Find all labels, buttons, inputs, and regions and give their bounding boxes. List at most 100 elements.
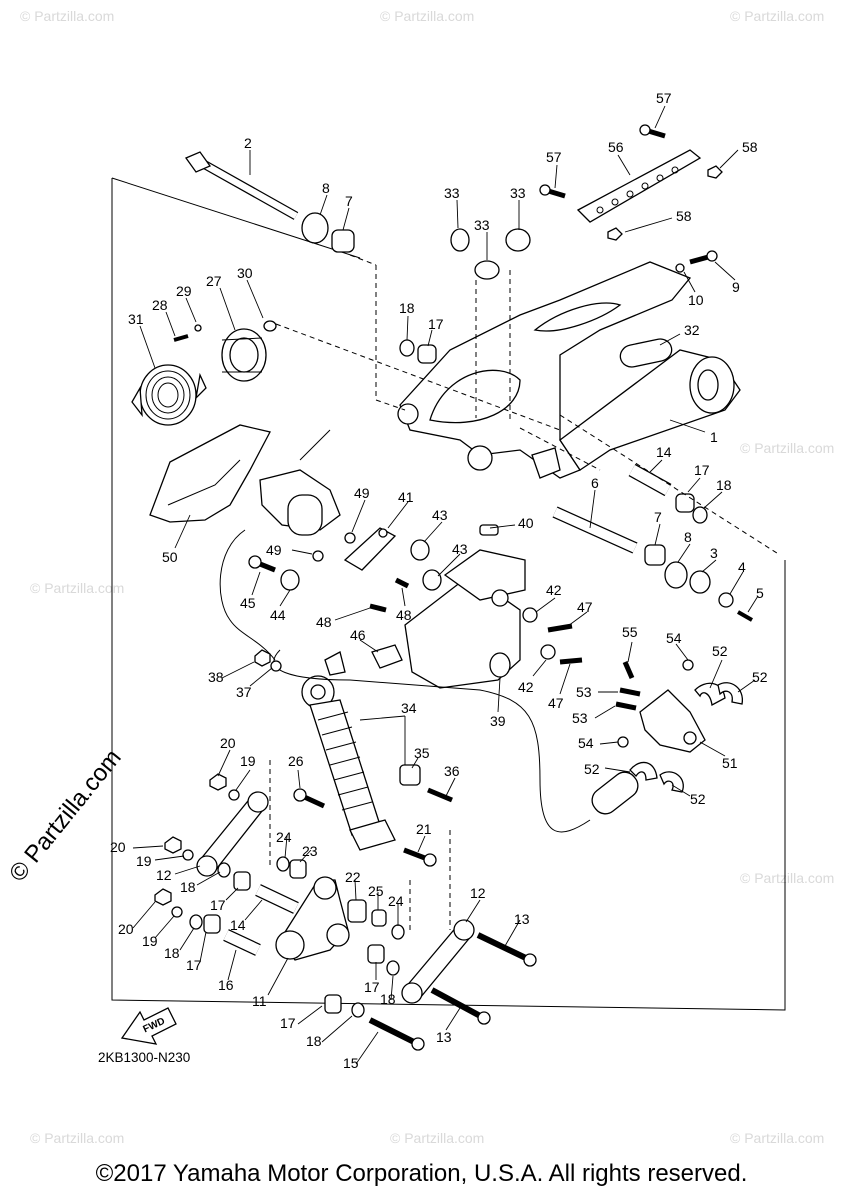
bolt-53 [615,701,637,711]
callout-17: 17 [210,897,226,913]
collar-14 [628,463,672,497]
callout-leaders [132,105,759,1065]
bracket-51 [639,689,706,753]
callout-17: 17 [364,979,380,995]
callout-58: 58 [742,139,758,155]
callout-20: 20 [118,921,134,937]
leader-dash [349,254,377,266]
callout-31: 31 [128,311,144,327]
callout-33: 33 [444,185,460,201]
callout-12: 12 [156,867,172,883]
callout-17: 17 [428,316,444,332]
bolt-36 [427,787,453,803]
bolt-26 [293,788,326,809]
callout-12: 12 [470,885,486,901]
oil-seal-24 [276,856,290,872]
callout-22: 22 [345,869,361,885]
callout-27: 27 [206,273,222,289]
watermark: © Partzilla.com [30,580,125,596]
callout-35: 35 [414,745,430,761]
callout-33: 33 [510,185,526,201]
callout-17: 17 [694,462,710,478]
callout-37: 37 [236,684,252,700]
cap-33 [474,260,500,280]
washer-19 [228,789,240,801]
callout-51: 51 [722,755,738,771]
clamp-52 [659,771,684,793]
callout-52: 52 [584,761,600,777]
connecting-rod-12 [401,919,475,1004]
bolt-48 [369,603,387,613]
callout-48: 48 [396,607,412,623]
callout-2: 2 [244,135,252,151]
callout-13: 13 [436,1029,452,1045]
callout-10: 10 [688,292,704,308]
copyright-notice: ©2017 Yamaha Motor Corporation, U.S.A. A… [95,1160,748,1187]
callout-47: 47 [577,599,593,615]
callout-7: 7 [345,193,353,209]
clamp-52 [694,682,726,707]
chain-slider-32 [619,338,673,368]
guard-50 [167,459,241,506]
nut-58 [707,165,723,179]
callout-48: 48 [316,614,332,630]
adjuster-cylinder [273,649,639,833]
watermark: © Partzilla.com [740,870,835,886]
collar-44 [280,569,300,591]
callout-45: 45 [240,595,256,611]
watermark: © Partzilla.com [380,8,475,24]
clamp-52 [717,682,743,705]
callout-52: 52 [712,643,728,659]
washer-29 [194,324,202,332]
callout-36: 36 [444,763,460,779]
callout-16: 16 [218,977,234,993]
guard-50 [149,424,271,523]
callout-50: 50 [162,549,178,565]
cap-33 [505,228,531,252]
connecting-rod-12 [196,791,269,877]
pivot-shaft [185,151,299,220]
callout-47: 47 [548,695,564,711]
callout-41: 41 [398,489,414,505]
nut-3 [689,570,711,594]
callout-49: 49 [266,542,282,558]
watermark: © Partzilla.com [30,1130,125,1146]
nut-20 [209,773,227,791]
callout-56: 56 [608,139,624,155]
callout-26: 26 [288,753,304,769]
callout-11: 11 [252,993,267,1009]
callout-23: 23 [302,843,318,859]
collar-42 [522,607,538,623]
collar-35 [399,764,421,786]
bolt-57 [639,124,666,139]
bearing-25 [371,909,387,927]
nut-58 [607,227,623,241]
oil-seal-8 [664,561,688,589]
callout-6: 6 [591,475,599,491]
bolt-5 [737,610,753,622]
callout-14: 14 [230,917,246,933]
oil-seal-18 [351,1002,365,1018]
bearing-7 [331,229,355,253]
bolt-9 [689,250,718,265]
callout-8: 8 [322,180,330,196]
collar-14 [255,884,299,914]
leader-dash [559,414,781,556]
callout-38: 38 [208,669,224,685]
callout-19: 19 [142,933,158,949]
oil-seal-8 [301,212,329,244]
oil-seal-18 [217,862,231,878]
bearing-7 [644,544,666,566]
watermark: © Partzilla.com [20,8,115,24]
bracket-41 [343,527,397,571]
callout-18: 18 [306,1033,322,1049]
bearing-17 [324,994,342,1014]
callout-57: 57 [546,149,562,165]
callout-8: 8 [684,529,692,545]
oil-seal-18 [692,506,708,524]
damper-43 [422,569,442,591]
callout-39: 39 [490,713,506,729]
bolt-15 [368,1017,425,1051]
diagram-code: 2KB1300-N230 [98,1050,191,1065]
callout-52: 52 [752,669,768,685]
